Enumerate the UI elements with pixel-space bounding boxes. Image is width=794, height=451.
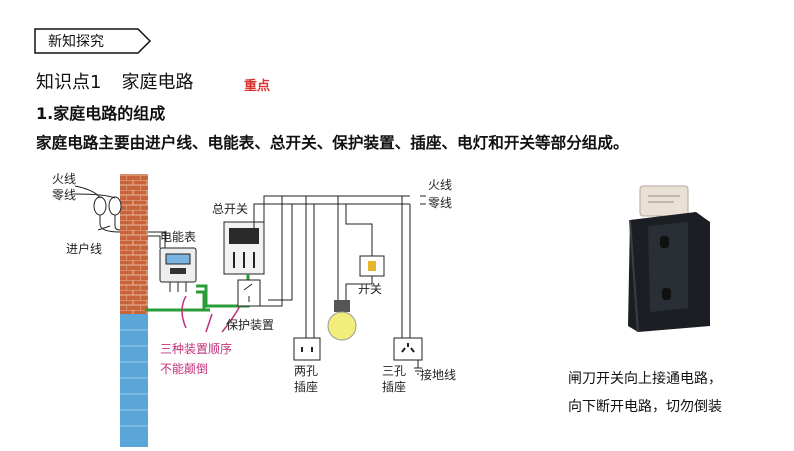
label-service-line: 进户线 — [66, 242, 103, 256]
blue-wall — [120, 314, 148, 447]
section-tag: 新知探究 — [34, 28, 152, 54]
page-title: 知识点1 家庭电路 — [36, 68, 193, 94]
brick-wall — [120, 174, 148, 314]
photo-caption-line1: 闸刀开关向上接通电路， — [568, 371, 722, 387]
subtitle: 1.家庭电路的组成 — [36, 104, 166, 123]
circuit-svg — [74, 174, 426, 447]
tag-frame — [34, 28, 152, 54]
label-two-hole-1: 两孔 — [294, 364, 319, 378]
label-three-hole-2: 插座 — [382, 380, 407, 394]
tag-label: 新知探究 — [48, 34, 104, 50]
label-main-switch: 总开关 — [212, 202, 249, 216]
title-prefix: 知识点1 — [36, 72, 102, 93]
description: 家庭电路主要由进户线、电能表、总开关、保护装置、插座、电灯和开关等部分组成。 — [36, 134, 629, 152]
label-order-note-2: 不能颠倒 — [160, 362, 209, 376]
label-order-note-1: 三种装置顺序 — [160, 342, 233, 356]
title-main: 家庭电路 — [121, 72, 194, 93]
label-neutral-wire-left: 零线 — [52, 188, 77, 202]
label-live-wire-right: 火线 — [428, 178, 453, 192]
label-three-hole-1: 三孔 — [382, 364, 407, 378]
photo-caption-line2: 向下断开电路，切勿倒装 — [568, 399, 722, 415]
label-protection: 保护装置 — [226, 318, 275, 332]
label-neutral-wire-right: 零线 — [428, 196, 453, 210]
label-two-hole-2: 插座 — [294, 380, 319, 394]
household-circuit-diagram: 火线 零线 进户线 电能表 总开关 火线 零线 开关 保护装置 三种装置顺序 不… — [0, 160, 510, 447]
key-badge: 重点 — [244, 79, 271, 94]
label-meter: 电能表 — [160, 230, 197, 244]
label-switch: 开关 — [358, 282, 383, 296]
label-live-wire-left: 火线 — [52, 172, 77, 186]
knife-switch-photo — [618, 182, 718, 332]
label-ground-wire: 接地线 — [420, 368, 457, 382]
meter-box — [159, 247, 197, 283]
